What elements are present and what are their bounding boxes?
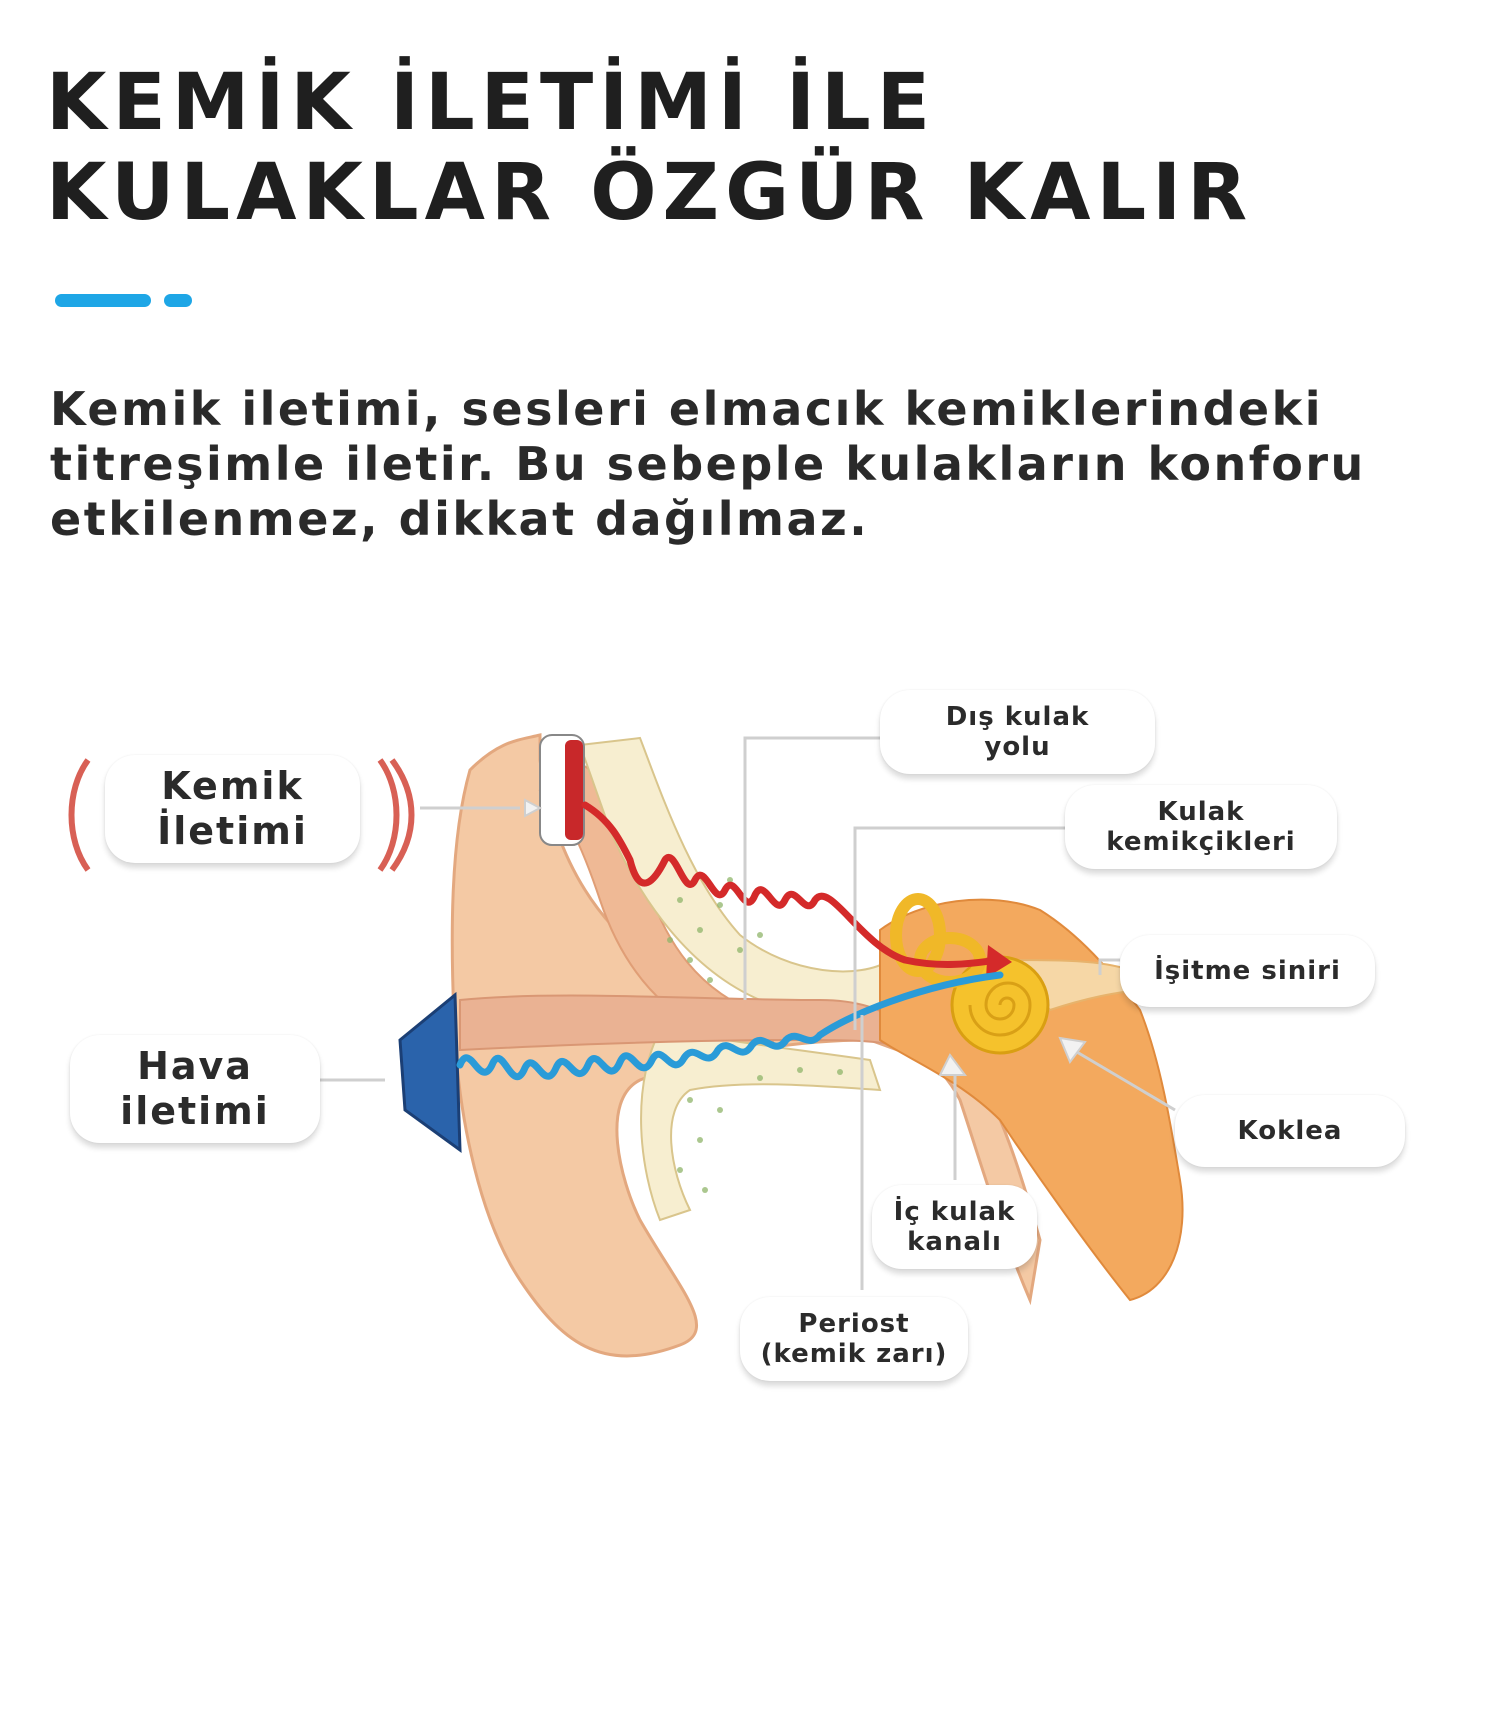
description-line-1: Kemik iletimi, sesleri elmacık kemikleri… <box>50 382 1323 436</box>
page-title: KEMİK İLETİMİ İLE KULAKLAR ÖZGÜR KALIR <box>46 58 1253 238</box>
air-conduction-device <box>398 991 462 1154</box>
label-inner-ear-canal: İç kulak kanalı <box>872 1185 1037 1269</box>
description-line-2: titreşimle iletir. Bu sebeple kulakların… <box>50 437 1366 491</box>
description-line-3: etkilenmez, dikkat dağılmaz. <box>50 492 870 546</box>
cochlea-spiral <box>950 955 1050 1055</box>
label-bone-conduction: Kemik İletimi <box>105 755 360 863</box>
bone-conduction-device-pad <box>565 740 583 840</box>
bone-conduction-arrow-head <box>986 945 1012 978</box>
air-conduction-wave <box>456 971 1004 1081</box>
accent-bar-short <box>164 294 192 307</box>
vibration-arcs <box>68 758 415 872</box>
accent-bar-long <box>55 294 151 307</box>
title-line-2: KULAKLAR ÖZGÜR KALIR <box>46 148 1254 238</box>
bone-region-lower <box>640 1028 882 1222</box>
title-line-1: KEMİK İLETİMİ İLE <box>46 58 936 148</box>
label-periosteum: Periost (kemik zarı) <box>740 1297 968 1381</box>
description: Kemik iletimi, sesleri elmacık kemikleri… <box>50 382 1430 547</box>
leader-arrowheads <box>524 798 1087 1076</box>
bone-texture <box>667 877 843 1193</box>
label-ossicles: Kulak kemikçikleri <box>1065 785 1337 869</box>
label-air-conduction: Hava iletimi <box>70 1035 320 1143</box>
label-auditory-nerve: İşitme siniri <box>1120 935 1375 1007</box>
label-cochlea: Koklea <box>1175 1095 1405 1167</box>
leader-lines <box>320 736 1176 1290</box>
label-outer-ear-canal: Dış kulak yolu <box>880 690 1155 774</box>
